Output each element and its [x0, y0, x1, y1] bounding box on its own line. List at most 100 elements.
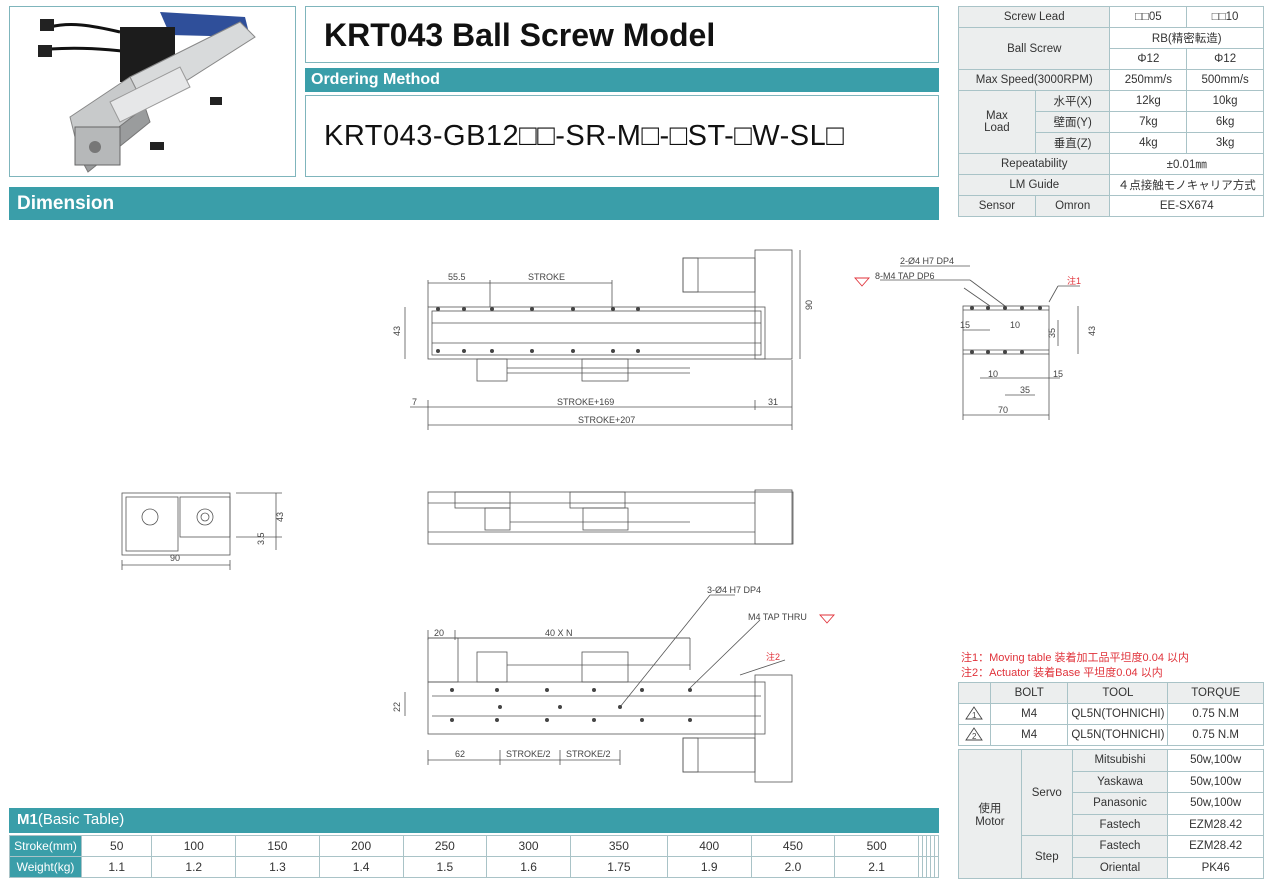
- dimension-drawing: 55.5 STROKE 90 43 7 STROKE+169 31 STROKE…: [121, 249, 835, 783]
- page-title: KRT043 Ball Screw Model: [324, 17, 716, 53]
- side-hole-label: 2-Ø4 H7 DP4: [900, 256, 954, 266]
- m1-subtitle: (Basic Table): [37, 811, 125, 828]
- model-cell: EZM28.42: [1167, 835, 1264, 858]
- max-load-v2: 10kg: [1186, 90, 1264, 112]
- dim-stroke207: STROKE+207: [578, 415, 635, 425]
- dim-43: 43: [392, 326, 402, 336]
- stroke-label: Stroke(mm): [9, 835, 82, 857]
- m1-title: M1: [17, 811, 38, 828]
- ball-screw-label: Ball Screw: [957, 27, 1111, 70]
- stroke-cell: 200: [318, 835, 404, 857]
- bottom-dim-20: 20: [434, 628, 444, 638]
- weight-label: Weight(kg): [9, 856, 82, 878]
- sensor-maker: Omron: [1034, 195, 1111, 217]
- svg-text:1: 1: [972, 711, 977, 720]
- maker-cell: Oriental: [1071, 856, 1169, 879]
- side-dim-43: 43: [1087, 326, 1097, 336]
- lm-guide-value: ４点接触モノキャリア方式: [1109, 174, 1264, 196]
- side-note1: 注1: [1067, 275, 1081, 286]
- max-speed-v2: 500mm/s: [1186, 69, 1264, 91]
- stroke-cell: 350: [569, 835, 668, 857]
- sensor-label: Sensor: [958, 195, 1036, 217]
- side-dim-35: 35: [1047, 328, 1057, 338]
- ball-screw-type: RB(精密転造): [1109, 27, 1264, 49]
- table-row: 2 M4 QL5N(TOHNICHI) 0.75 N.M: [958, 724, 1264, 746]
- stroke-cell: 500: [834, 835, 919, 857]
- weight-cell: 1.6: [486, 856, 571, 878]
- weight-cell: 1.1: [80, 856, 153, 878]
- dim-55: 55.5: [448, 272, 466, 282]
- ordering-code-box: KRT043-GB12□□-SR-M□-□ST-□W-SL□: [305, 95, 939, 177]
- dim-stroke169: STROKE+169: [557, 397, 614, 407]
- stroke-cell: [933, 835, 940, 857]
- note-2: 注2：Actuator 装着Base 平坦度0.04 以内: [961, 667, 1163, 679]
- motor-label: 使用 Motor: [958, 749, 1022, 879]
- bolt-cell: M4: [989, 703, 1069, 725]
- ordering-method-label: Ordering Method: [311, 71, 440, 88]
- max-load-v1: 4kg: [1109, 132, 1188, 154]
- side-dim-15a: 15: [960, 320, 970, 330]
- screw-lead-v2: □□10: [1186, 6, 1264, 28]
- weight-cell: 1.3: [235, 856, 320, 878]
- servo-label: Servo: [1020, 749, 1073, 836]
- maker-cell: Yaskawa: [1071, 770, 1169, 793]
- weight-cell: 2.1: [834, 856, 919, 878]
- side-dim-10b: 10: [988, 369, 998, 379]
- side-view-drawing: 2-Ø4 H7 DP4 8-M4 TAP DP6 注1 15 10 35 43 …: [854, 256, 1097, 420]
- stroke-cell: 250: [402, 835, 488, 857]
- warning-triangle-icon: [819, 614, 835, 624]
- warning-triangle-icon: [854, 277, 870, 287]
- side-dim-70: 70: [998, 405, 1008, 415]
- end-dim-90: 90: [170, 553, 180, 563]
- maker-cell: Fastech: [1071, 835, 1169, 858]
- torque-header: TORQUE: [1167, 682, 1264, 704]
- bottom-view-holes: [450, 688, 692, 722]
- dim-stroke: STROKE: [528, 272, 565, 282]
- dimension-label: Dimension: [17, 193, 115, 214]
- max-load-label: Max Load: [958, 90, 1036, 154]
- bottom-dim-22: 22: [392, 702, 402, 712]
- product-image-frame: [9, 6, 296, 177]
- ordering-method-bar: Ordering Method: [305, 68, 939, 92]
- motor-table: 使用 Motor Servo Mitsubishi 50w,100w Yaska…: [958, 749, 1264, 879]
- model-cell: 50w,100w: [1167, 749, 1264, 772]
- warning-mark-1-icon: 1: [958, 703, 991, 725]
- ordering-code: KRT043-GB12□□-SR-M□-□ST-□W-SL□: [324, 120, 845, 152]
- torque-cell: 0.75 N.M: [1167, 703, 1264, 725]
- bottom-dim-62: 62: [455, 749, 465, 759]
- maker-cell: Fastech: [1071, 813, 1169, 836]
- max-load-v1: 7kg: [1109, 111, 1188, 133]
- ball-screw-v1: Φ12: [1109, 48, 1188, 70]
- bottom-dim-stroke2a: STROKE/2: [506, 749, 551, 759]
- bottom-hole-label: 3-Ø4 H7 DP4: [707, 585, 761, 595]
- weight-cell: 1.9: [666, 856, 752, 878]
- warning-mark-2-icon: 2: [958, 724, 991, 746]
- weight-cell: [933, 856, 940, 878]
- model-cell: 50w,100w: [1167, 770, 1264, 793]
- screw-lead-v1: □□05: [1109, 6, 1188, 28]
- bottom-tap-label: M4 TAP THRU: [748, 612, 807, 622]
- screw-lead-label: Screw Lead: [957, 6, 1111, 28]
- top-view-holes: [436, 307, 640, 353]
- weight-cell: 2.0: [750, 856, 836, 878]
- max-load-dir: 水平(X): [1034, 90, 1111, 112]
- stroke-cell: 150: [235, 835, 320, 857]
- model-cell: 50w,100w: [1167, 792, 1264, 815]
- weight-cell: 1.5: [402, 856, 488, 878]
- side-dim-15b: 15: [1053, 369, 1063, 379]
- end-dim-35: 3.5: [256, 532, 266, 545]
- stroke-cell: 100: [151, 835, 237, 857]
- weight-cell: 1.4: [318, 856, 404, 878]
- dim-90: 90: [804, 300, 814, 310]
- max-speed-v1: 250mm/s: [1109, 69, 1188, 91]
- sensor-value: EE-SX674: [1109, 195, 1264, 217]
- title-box: KRT043 Ball Screw Model: [305, 6, 939, 63]
- model-cell: EZM28.42: [1167, 813, 1264, 836]
- max-load-dir: 垂直(Z): [1034, 132, 1111, 154]
- bolt-table: BOLT TOOL TORQUE 1 M4 QL5N(TOHNICHI) 0.7…: [958, 682, 1264, 746]
- torque-cell: 0.75 N.M: [1167, 724, 1264, 746]
- end-dim-43: 43: [275, 512, 285, 522]
- model-cell: PK46: [1167, 856, 1264, 879]
- maker-cell: Panasonic: [1071, 792, 1169, 815]
